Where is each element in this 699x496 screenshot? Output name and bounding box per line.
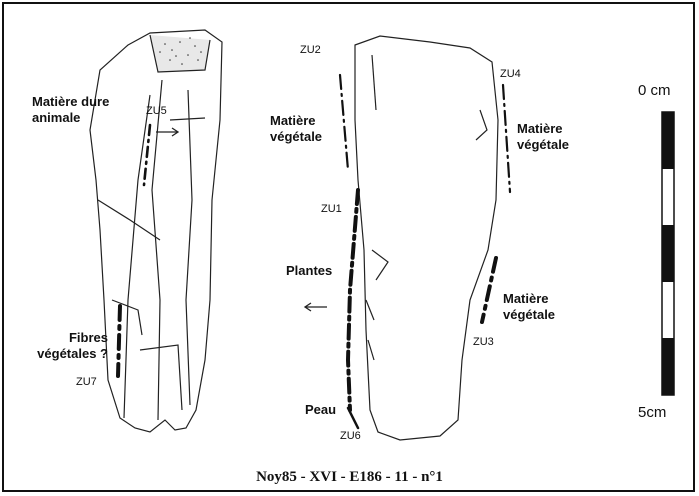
material-zu3-plant: Matière végétale — [503, 291, 555, 323]
zu3-mark — [482, 258, 496, 322]
zu2-mark — [340, 75, 348, 170]
zone-label-zu7: ZU7 — [76, 376, 97, 388]
left-blade-drawing — [90, 30, 222, 432]
zone-label-zu5: ZU5 — [146, 105, 167, 117]
zu4-mark — [503, 85, 510, 192]
material-zu4-plant-line2: végétale — [517, 137, 569, 153]
material-zu4-plant-line1: Matière — [517, 121, 569, 137]
plants-arrow-left — [305, 303, 327, 311]
material-zu2-plant: Matière végétale — [270, 113, 322, 145]
material-hard-animal-line1: Matière dure — [32, 94, 109, 110]
material-hard-animal-line2: animale — [32, 110, 109, 126]
zu1-mark — [348, 190, 358, 410]
zone-label-zu3: ZU3 — [473, 336, 494, 348]
zone-label-zu4: ZU4 — [500, 68, 521, 80]
zone-label-zu2: ZU2 — [300, 44, 321, 56]
zu6-mark — [348, 408, 358, 428]
material-fibers-line2: végétales ? — [26, 346, 108, 362]
figure-caption: Noy85 - XVI - E186 - 11 - n°1 — [0, 469, 699, 486]
scale-label-bottom: 5cm — [638, 404, 666, 421]
material-zu3-plant-line1: Matière — [503, 291, 555, 307]
zone-label-zu6: ZU6 — [340, 430, 361, 442]
scale-segment — [662, 112, 674, 169]
scale-segment — [662, 338, 674, 395]
material-plants: Plantes — [286, 263, 332, 279]
material-skin: Peau — [305, 402, 336, 418]
material-fibers: Fibres végétales ? — [26, 330, 108, 362]
scale-segment — [662, 225, 674, 282]
material-fibers-line1: Fibres — [26, 330, 108, 346]
material-zu2-plant-line1: Matière — [270, 113, 322, 129]
zone-label-zu1: ZU1 — [321, 203, 342, 215]
material-zu4-plant: Matière végétale — [517, 121, 569, 153]
right-blade-drawing — [355, 36, 498, 440]
material-zu3-plant-line2: végétale — [503, 307, 555, 323]
zu7-mark — [118, 306, 120, 376]
scale-bar — [662, 112, 674, 395]
material-zu2-plant-line2: végétale — [270, 129, 322, 145]
scale-label-top: 0 cm — [638, 82, 671, 99]
material-hard-animal: Matière dure animale — [32, 94, 109, 126]
